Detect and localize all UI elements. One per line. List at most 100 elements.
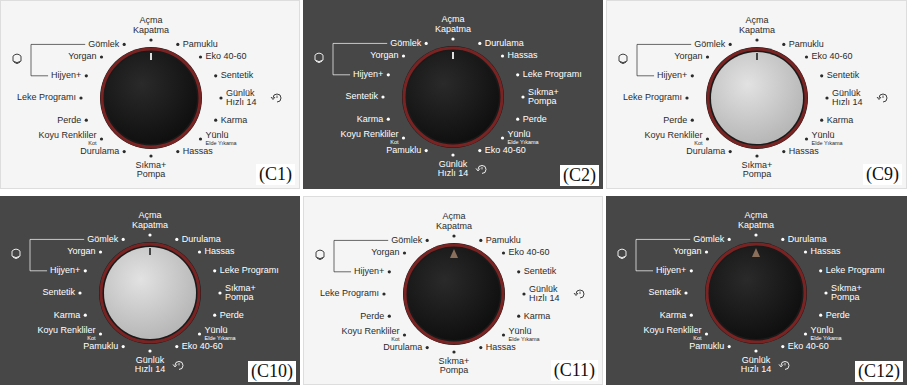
label-group: Sıkma+ Pompa (129, 161, 173, 180)
label-group: Pamuklu (486, 236, 521, 245)
program-label: Sentetik (221, 71, 254, 80)
program-label: Perde (523, 115, 547, 124)
program-label: Açma Kapatma (734, 211, 778, 230)
program-label: Pamuklu (689, 342, 724, 351)
program-label: Durulama (182, 235, 221, 244)
label-group: Hijyen+ (657, 71, 687, 80)
program-label: Yorgan (371, 248, 399, 257)
program-label: Sentetik (346, 92, 379, 101)
program-label: Durulama (80, 147, 119, 156)
label-group: Gömlek (693, 235, 724, 244)
program-sublabel: Kot (341, 140, 399, 146)
program-sublabel: Kot (644, 336, 702, 342)
label-group: Koyu RenklilerKot (342, 327, 400, 342)
label-group: Eko 40-60 (509, 248, 550, 257)
program-label: Koyu Renkliler (645, 131, 703, 140)
program-label: Pamuklu (386, 146, 421, 155)
program-label: Eko 40-60 (788, 342, 829, 351)
program-label: Hijyen+ (656, 266, 686, 275)
program-label: Leke Programı (623, 93, 682, 102)
label-group: Hijyen+ (353, 70, 383, 79)
program-sublabel: Kot (39, 141, 97, 147)
quick-wash-icon (271, 94, 281, 102)
label-group: Günlük Hızlı 14 (128, 356, 172, 375)
program-label: Karma (54, 311, 81, 320)
dial-panel: Açma KapatmaPamukluEko 40-60SentetikGünl… (0, 0, 300, 189)
program-label: Eko 40-60 (509, 248, 550, 257)
label-group: Sıkma+ Pompa (225, 284, 269, 303)
program-sublabel: Elde Yıkama (811, 336, 842, 342)
label-group: Yorgan (673, 247, 701, 256)
quick-wash-icon (173, 361, 183, 369)
program-label: Pamuklu (183, 40, 218, 49)
label-group: Hassas (508, 51, 538, 60)
program-label: Günlük Hızlı 14 (431, 160, 475, 179)
label-group: Hassas (183, 147, 213, 156)
label-group: Sentetik (221, 71, 254, 80)
label-group: Eko 40-60 (206, 52, 247, 61)
dial-panel: Açma KapatmaDurulamaHassasLeke ProgramıS… (606, 196, 907, 385)
label-group: Eko 40-60 (485, 146, 526, 155)
program-label: Günlük Hızlı 14 (128, 356, 172, 375)
label-group: Sentetik (524, 267, 557, 276)
label-group: YünlüElde Yıkama (509, 327, 540, 342)
label-group: Yorgan (370, 51, 398, 60)
label-group: Karma (660, 311, 687, 320)
label-group: Leke Programı (826, 266, 885, 275)
label-group: Pamuklu (386, 146, 421, 155)
program-label: Koyu Renkliler (644, 326, 702, 335)
program-label: Hassas (789, 147, 819, 156)
program-label: Perde (360, 312, 384, 321)
label-group: Günlük Hızlı 14 (431, 160, 475, 179)
label-group: Perde (523, 115, 547, 124)
program-label: Yorgan (67, 247, 95, 256)
panel-caption: (C12) (855, 361, 903, 382)
label-group: Sentetik (43, 288, 76, 297)
program-sublabel: Elde Yıkama (812, 141, 843, 147)
program-label: Pamuklu (83, 342, 118, 351)
program-label: Gömlek (694, 40, 725, 49)
label-group: YünlüElde Yıkama (811, 326, 842, 341)
label-group: Günlük Hızlı 14 (832, 89, 876, 108)
label-group: Perde (663, 116, 687, 125)
label-group: Açma Kapatma (128, 211, 172, 230)
program-label: Koyu Renkliler (39, 131, 97, 140)
dial-panel: Açma KapatmaPamukluEko 40-60SentetikGünl… (606, 0, 907, 189)
program-sublabel: Elde Yıkama (508, 140, 539, 146)
label-group: Koyu RenklilerKot (341, 130, 399, 145)
program-label: Durulama (788, 235, 827, 244)
label-group: Gömlek (390, 39, 421, 48)
label-group: Açma Kapatma (734, 211, 778, 230)
program-label: Durulama (686, 147, 725, 156)
program-label: Koyu Renkliler (341, 130, 399, 139)
panel-caption: (C10) (248, 361, 296, 382)
program-label: Sıkma+ Pompa (528, 88, 572, 107)
label-group: Leke Programı (220, 266, 279, 275)
program-label: Perde (826, 311, 850, 320)
program-label: Yünlü (206, 131, 237, 140)
program-label: Leke Programı (17, 93, 76, 102)
label-group: Karma (827, 116, 854, 125)
program-label: Durulama (383, 343, 422, 352)
program-label: Açma Kapatma (432, 212, 476, 231)
dial-panel: Açma KapatmaPamukluEko 40-60SentetikGünl… (303, 196, 603, 385)
label-group: Gömlek (694, 40, 725, 49)
program-label: Sentetik (43, 288, 76, 297)
label-group: Hassas (811, 247, 841, 256)
program-label: Yorgan (674, 52, 702, 61)
label-group: Gömlek (87, 235, 118, 244)
label-group: Perde (826, 311, 850, 320)
program-label: Günlük Hızlı 14 (832, 89, 876, 108)
program-label: Eko 40-60 (206, 52, 247, 61)
label-group: Durulama (383, 343, 422, 352)
label-group: Karma (357, 115, 384, 124)
program-label: Hijyen+ (354, 267, 384, 276)
panel-caption: (C1) (256, 164, 295, 185)
program-label: Yorgan (68, 52, 96, 61)
program-label: Sentetik (649, 288, 682, 297)
program-label: Yorgan (673, 247, 701, 256)
program-label: Leke Programı (826, 266, 885, 275)
label-group: Yorgan (68, 52, 96, 61)
label-group: YünlüElde Yıkama (508, 130, 539, 145)
program-label: Açma Kapatma (129, 16, 173, 35)
